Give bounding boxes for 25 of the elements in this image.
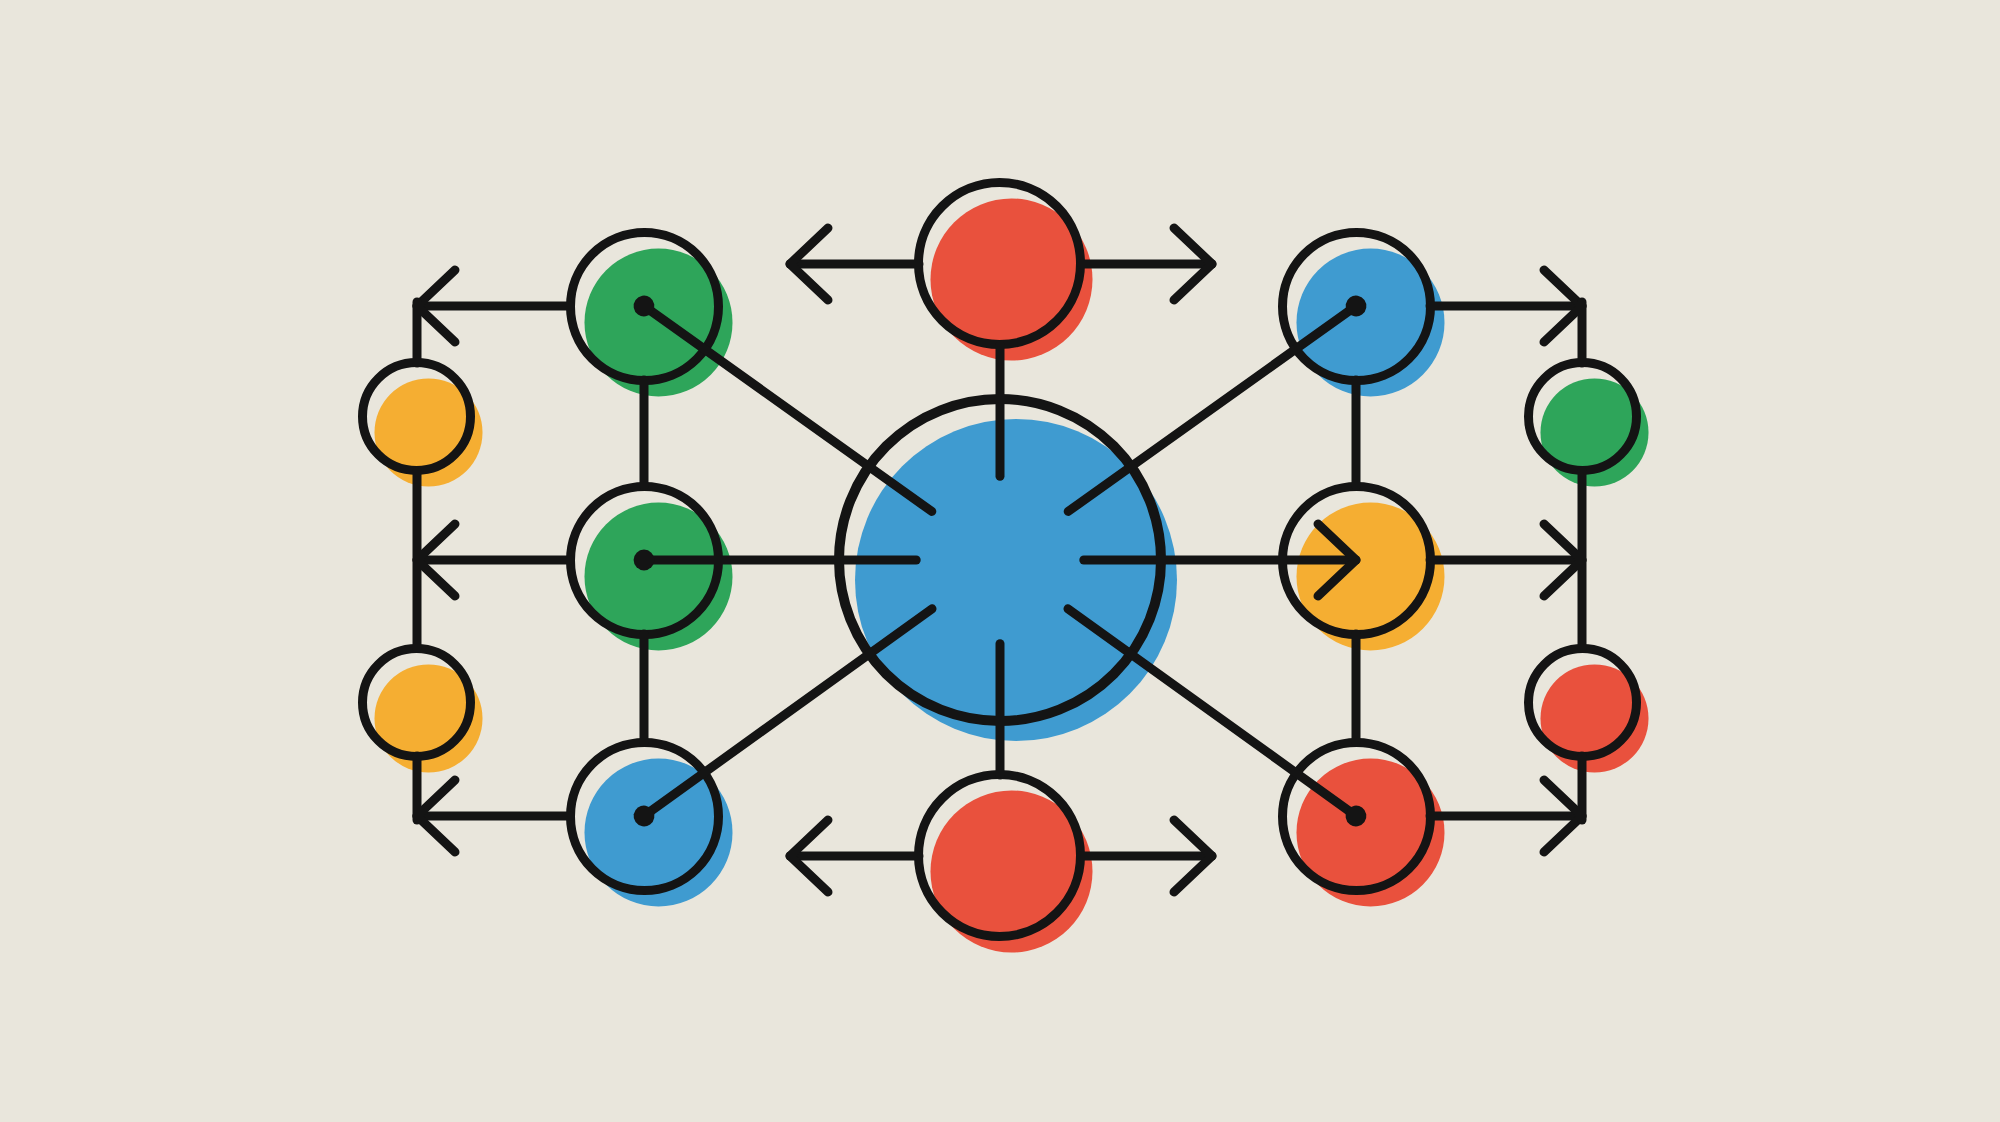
circle-node <box>565 227 732 396</box>
circle-node <box>1277 481 1444 650</box>
arrow <box>785 815 924 897</box>
connector-line <box>412 751 422 825</box>
circle-node <box>1277 227 1444 396</box>
connector-line <box>1577 297 1587 368</box>
dot-connector-line <box>1063 604 1367 827</box>
dot-connector-line <box>1063 295 1367 516</box>
connector-line <box>1577 751 1587 825</box>
circle-node <box>1277 737 1444 906</box>
connector-line <box>412 297 422 368</box>
circle-node <box>914 178 1093 361</box>
circle-node <box>914 770 1093 953</box>
circle-node <box>565 481 732 650</box>
arrow <box>785 223 924 305</box>
circle-node <box>358 358 483 487</box>
circle-node <box>358 643 483 772</box>
dot-connector-line <box>633 295 937 516</box>
circle-node <box>1523 643 1648 772</box>
circle-node <box>1523 358 1648 487</box>
dot-connector-line <box>633 604 937 827</box>
circle-node <box>565 737 732 906</box>
dot-connector-line <box>633 549 921 571</box>
arrow <box>1079 519 1361 601</box>
circle-node <box>834 394 1177 741</box>
